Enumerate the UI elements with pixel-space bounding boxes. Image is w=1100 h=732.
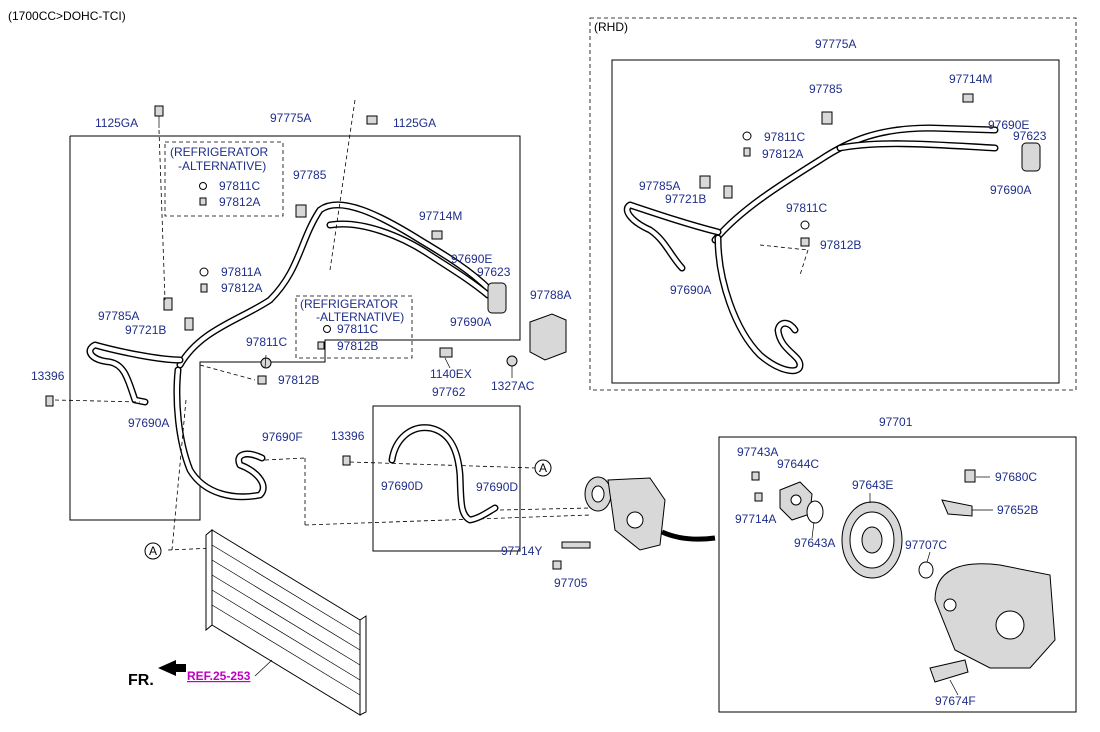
label-rhd-97812b: 97812B	[820, 238, 861, 252]
front-marker: FR.	[128, 672, 154, 689]
label-97652b: 97652B	[997, 503, 1038, 517]
engine-header: (1700CC>DOHC-TCI)	[8, 9, 126, 23]
label-97643a: 97643A	[794, 536, 835, 550]
label-97721b: 97721B	[125, 323, 166, 337]
label-97811a: 97811A	[221, 265, 261, 279]
label-97812b: 97812B	[278, 373, 319, 387]
fridge-alt2-title: (REFRIGERATOR	[300, 297, 399, 311]
rhd-assembly-frame	[611, 59, 1060, 384]
label-1125ga: 1125GA	[393, 116, 436, 130]
label-97812a: 97812A	[221, 281, 262, 295]
main-hose-lines	[86, 201, 494, 501]
receiver-drier-97623	[487, 282, 507, 314]
compressor-kit-frame	[718, 436, 1077, 713]
leader-lines-main	[54, 99, 591, 551]
fasteners-main	[45, 105, 518, 466]
rhd-hose-lines	[623, 124, 999, 375]
label-13396: 13396	[331, 429, 365, 443]
label-97812a: 97812A	[219, 195, 260, 209]
svg-text:A: A	[539, 461, 547, 475]
label-97701: 97701	[879, 415, 913, 429]
label-1327ac: 1327AC	[491, 379, 535, 393]
label-97690e: 97690E	[451, 252, 492, 266]
label-97762: 97762	[432, 385, 466, 399]
label-97812b: 97812B	[337, 339, 378, 353]
refrigerator-alt-box-2	[295, 295, 413, 359]
fridge-alt-subtitle: -ALTERNATIVE)	[178, 159, 266, 173]
rhd-dashed-frame	[589, 17, 1077, 391]
label-97690f: 97690F	[262, 430, 303, 444]
label-97811c: 97811C	[219, 179, 260, 193]
label-97690a: 97690A	[128, 416, 169, 430]
label-rhd-97721b: 97721B	[665, 192, 706, 206]
label-97643e: 97643E	[852, 478, 893, 492]
label-97705: 97705	[554, 576, 588, 590]
hose-97762	[388, 424, 499, 524]
refrigerator-alt-box-1	[164, 141, 284, 217]
label-rhd-97812a: 97812A	[762, 147, 803, 161]
label-rhd-97690a: 97690A	[670, 283, 711, 297]
label-97680c: 97680C	[995, 470, 1037, 484]
label-rhd-97714m: 97714M	[949, 72, 992, 86]
bracket-97788a	[529, 313, 567, 361]
label-rhd-97623: 97623	[1013, 129, 1047, 143]
rhd-receiver-drier	[1021, 142, 1041, 172]
compressor-main	[552, 476, 716, 570]
main-assembly-frame	[69, 135, 521, 521]
ref-link[interactable]: REF.25-253	[187, 669, 251, 683]
svg-text:A: A	[149, 544, 157, 558]
condenser	[205, 528, 367, 716]
label-97714m: 97714M	[419, 209, 462, 223]
hose-97762-frame	[372, 405, 521, 552]
label-rhd-97690a: 97690A	[990, 183, 1031, 197]
label-rhd-97811c: 97811C	[764, 130, 805, 144]
label-97785a: 97785A	[98, 309, 139, 323]
label-97690d: 97690D	[381, 479, 423, 493]
compressor-kit-parts	[751, 469, 1056, 683]
label-97811c: 97811C	[337, 322, 378, 336]
label-97714y: 97714Y	[501, 544, 542, 558]
rhd-header: (RHD)	[594, 20, 628, 34]
label-1140ex: 1140EX	[430, 367, 472, 381]
label-13396: 13396	[31, 369, 65, 383]
label-97644c: 97644C	[777, 457, 819, 471]
label-97707c: 97707C	[905, 538, 947, 552]
label-97690a: 97690A	[450, 315, 491, 329]
label-97775a: 97775A	[270, 111, 311, 125]
label-rhd-97785: 97785	[809, 82, 843, 96]
label-1125ga: 1125GA	[95, 116, 138, 130]
label-97674f: 97674F	[935, 694, 976, 708]
label-97690d: 97690D	[476, 480, 518, 494]
label-97811c: 97811C	[246, 335, 287, 349]
label-97788a: 97788A	[530, 288, 571, 302]
label-rhd-97785a: 97785A	[639, 179, 680, 193]
connector-a-left: A	[144, 542, 162, 560]
fridge-alt2-subtitle: -ALTERNATIVE)	[316, 310, 404, 324]
label-97743a: 97743A	[737, 445, 778, 459]
leader-lines-kit	[811, 476, 993, 696]
rhd-fasteners	[699, 93, 974, 276]
label-rhd-97811c: 97811C	[786, 201, 827, 215]
part-labels: 1125GA 1125GA 97775A (REFRIGERATOR -ALTE…	[31, 37, 1047, 708]
front-arrow-icon	[158, 660, 186, 676]
label-rhd-97690e: 97690E	[988, 118, 1029, 132]
connector-a-right: A	[534, 459, 552, 477]
label-97714a: 97714A	[735, 512, 776, 526]
fridge-alt-title: (REFRIGERATOR	[170, 145, 269, 159]
label-97785: 97785	[293, 168, 327, 182]
label-97623: 97623	[477, 265, 511, 279]
label-rhd-97775a: 97775A	[815, 37, 856, 51]
